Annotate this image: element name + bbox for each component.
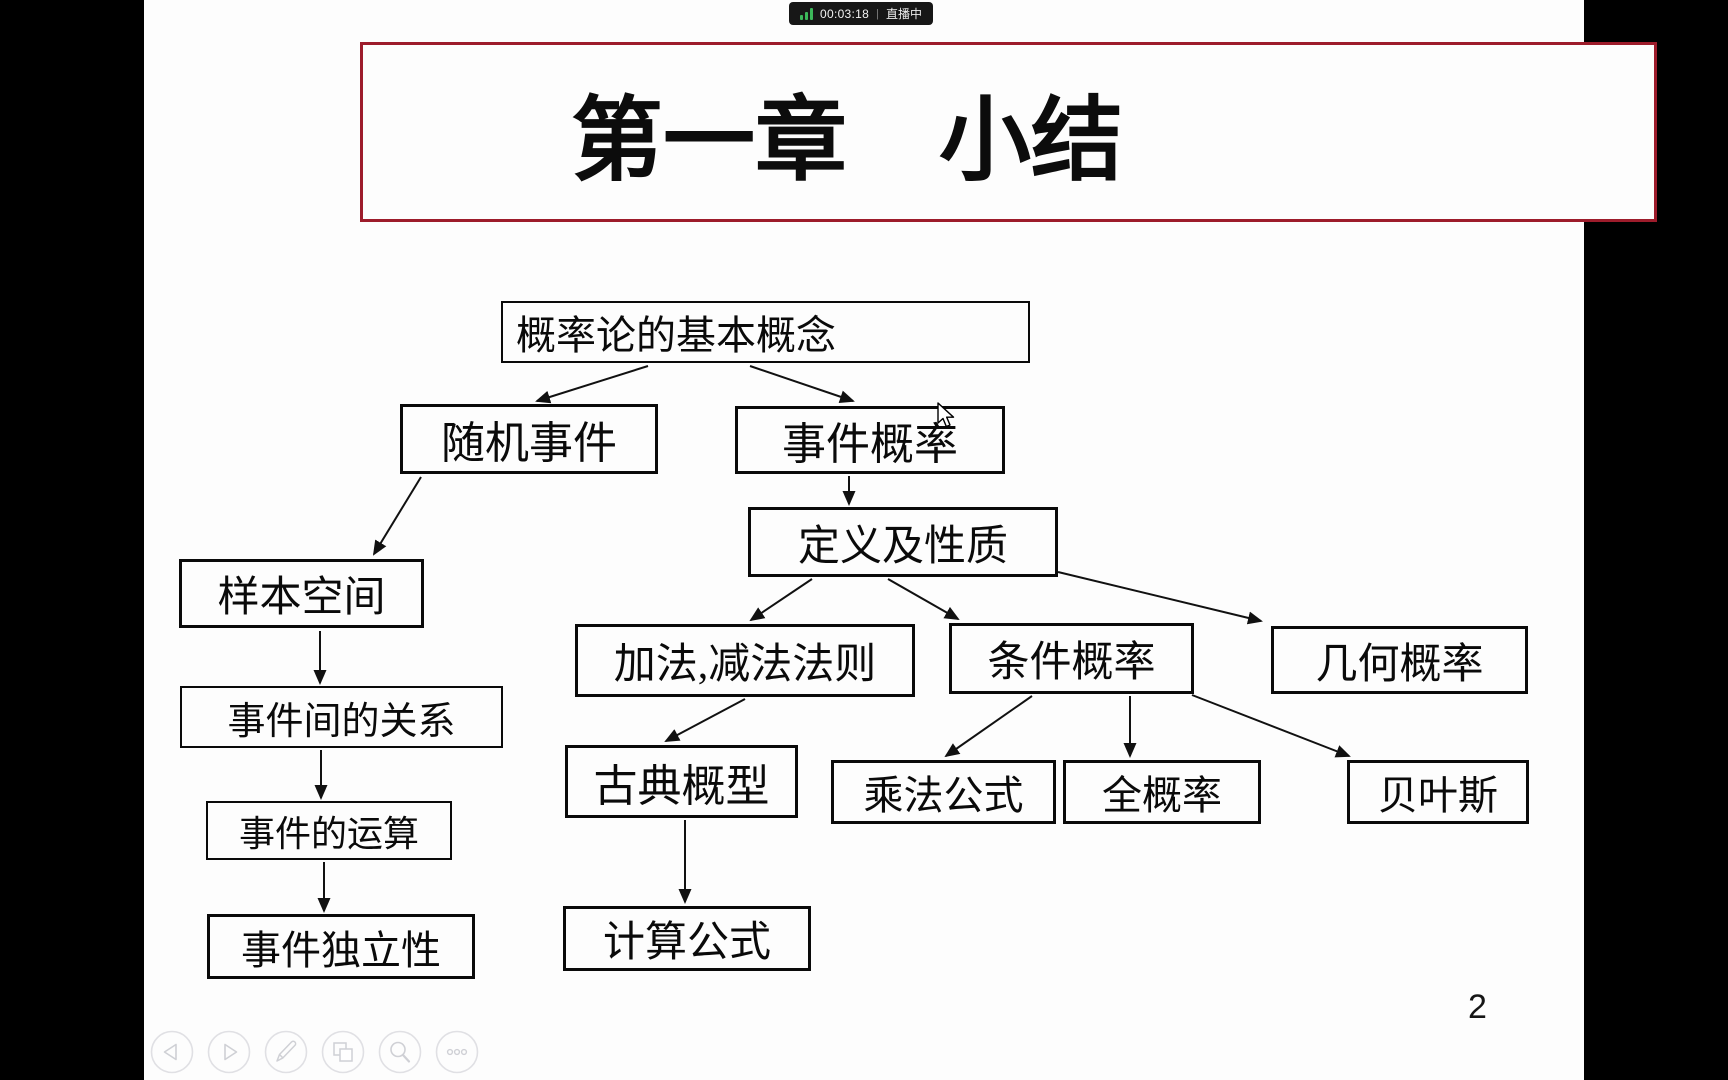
node-addition-subtraction-rules: 加法,减法法则 bbox=[575, 624, 915, 697]
node-total-probability: 全概率 bbox=[1063, 760, 1261, 824]
zoom-icon bbox=[378, 1030, 422, 1074]
zoom-tool-button[interactable] bbox=[378, 1030, 422, 1074]
elapsed-time: 00:03:18 bbox=[820, 6, 870, 21]
previous-slide-button[interactable] bbox=[150, 1030, 194, 1074]
node-event-operations: 事件的运算 bbox=[206, 801, 452, 860]
node-bayes: 贝叶斯 bbox=[1347, 760, 1529, 824]
node-conditional-probability: 条件概率 bbox=[949, 623, 1194, 694]
node-event-relations: 事件间的关系 bbox=[180, 686, 503, 748]
more-icon bbox=[435, 1030, 479, 1074]
node-random-events: 随机事件 bbox=[400, 404, 658, 474]
pen-icon bbox=[264, 1030, 308, 1074]
prev-icon bbox=[150, 1030, 194, 1074]
slides-icon bbox=[321, 1030, 365, 1074]
mouse-cursor-icon bbox=[937, 402, 955, 428]
more-options-button[interactable] bbox=[435, 1030, 479, 1074]
node-geometric-probability: 几何概率 bbox=[1271, 626, 1528, 694]
slide-title-box: 第一章 小结 bbox=[360, 42, 1657, 222]
slides-panel-button[interactable] bbox=[321, 1030, 365, 1074]
node-event-probability: 事件概率 bbox=[735, 406, 1005, 474]
node-sample-space: 样本空间 bbox=[179, 559, 424, 628]
node-classical-model: 古典概型 bbox=[565, 745, 798, 818]
live-status-pill: 00:03:18 | 直播中 bbox=[789, 2, 933, 25]
page-number: 2 bbox=[1468, 988, 1487, 1026]
next-icon bbox=[207, 1030, 251, 1074]
node-root: 概率论的基本概念 bbox=[501, 301, 1030, 363]
live-label: 直播中 bbox=[885, 7, 922, 21]
node-calculation-formula: 计算公式 bbox=[563, 906, 811, 971]
next-slide-button[interactable] bbox=[207, 1030, 251, 1074]
node-definition-properties: 定义及性质 bbox=[748, 507, 1058, 577]
node-event-independence: 事件独立性 bbox=[207, 914, 475, 979]
pen-tool-button[interactable] bbox=[264, 1030, 308, 1074]
signal-bars-icon bbox=[800, 7, 813, 20]
bottom-toolbar bbox=[150, 1030, 479, 1074]
node-multiplication-formula: 乘法公式 bbox=[831, 760, 1056, 824]
status-separator: | bbox=[876, 7, 879, 20]
slide-title: 第一章 小结 bbox=[571, 89, 1124, 192]
